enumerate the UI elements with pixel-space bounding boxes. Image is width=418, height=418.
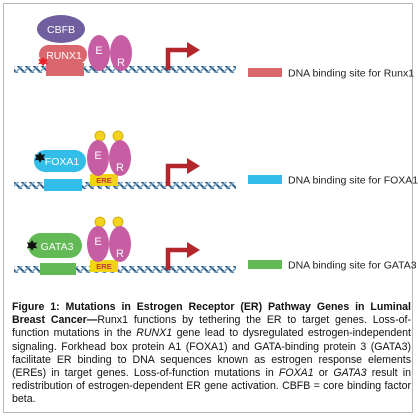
ere-label: ERE bbox=[96, 176, 111, 185]
ligand-dot-icon bbox=[94, 216, 106, 228]
er-protein-left bbox=[87, 140, 109, 176]
er-protein-right bbox=[109, 140, 131, 176]
legend-swatch-runx1 bbox=[248, 68, 282, 77]
caption-part1: Runx1 functions by tethering the ER to t… bbox=[12, 314, 411, 340]
er-label: ER bbox=[95, 45, 125, 69]
gata3-label: GATA3 bbox=[41, 241, 74, 253]
foxa1-protein bbox=[34, 150, 86, 172]
er-label-letter: R bbox=[116, 248, 124, 260]
gata3-binding-site bbox=[40, 263, 76, 275]
ligand-dot-icon bbox=[112, 216, 124, 228]
panel-runx1: CBFB RUNX1 ER DNA binding site for Runx1 bbox=[14, 15, 414, 80]
transcription-start-arrow-icon bbox=[165, 247, 189, 270]
legend-text-runx1: DNA binding site for Runx1 bbox=[288, 68, 414, 80]
er-label-letter: R bbox=[117, 57, 125, 69]
runx1-protein bbox=[39, 45, 87, 64]
er-protein-left bbox=[88, 35, 110, 71]
ere-label: ERE bbox=[96, 262, 111, 271]
panel-foxa1: ERE FOXA1 ER DNA binding site for FOXA1 bbox=[14, 130, 418, 191]
figure-frame: CBFB RUNX1 ER DNA binding site for Runx1… bbox=[3, 3, 418, 413]
cbfb-label: CBFB bbox=[47, 24, 75, 36]
cbfb-protein bbox=[37, 15, 85, 43]
transcription-start-arrow-icon bbox=[165, 47, 189, 70]
ligand-dot-icon bbox=[112, 130, 124, 142]
ere-box bbox=[90, 260, 118, 272]
er-label-letter: E bbox=[94, 236, 101, 248]
caption-part3: or bbox=[313, 367, 334, 380]
runx1-binding-site bbox=[46, 63, 84, 76]
legend-swatch-gata3 bbox=[248, 260, 282, 269]
mutation-star-icon bbox=[38, 57, 48, 67]
transcription-start-arrow-head bbox=[187, 242, 200, 258]
transcription-start-arrow-icon bbox=[165, 163, 189, 186]
foxa1-binding-site bbox=[44, 179, 82, 191]
caption-lead: Figure 1: Mutations in Estrogen Receptor… bbox=[12, 301, 411, 327]
mutation-star-icon bbox=[26, 240, 38, 251]
er-label: ER bbox=[94, 236, 124, 260]
gata3-protein bbox=[28, 233, 82, 258]
ere-box bbox=[90, 174, 118, 186]
er-label-letter: R bbox=[116, 162, 124, 174]
mutation-star-icon bbox=[34, 152, 46, 163]
er-label-letter: E bbox=[95, 45, 102, 57]
er-protein-right bbox=[110, 35, 132, 71]
caption-part2: gene lead to dysregulated estrogen-indep… bbox=[12, 327, 411, 380]
caption-gene-runx1: RUNX1 bbox=[136, 327, 173, 340]
dna-helix-icon bbox=[14, 266, 236, 273]
transcription-start-arrow-head bbox=[187, 42, 200, 58]
dna-helix-icon bbox=[14, 182, 236, 189]
figure-caption: Figure 1: Mutations in Estrogen Receptor… bbox=[12, 301, 411, 407]
transcription-start-arrow-head bbox=[187, 158, 200, 174]
er-label-letter: E bbox=[94, 150, 101, 162]
legend-text-foxa1: DNA binding site for FOXA1 bbox=[288, 175, 418, 187]
caption-part4: result in redistribution of estrogen-dep… bbox=[12, 367, 411, 406]
er-pathway-diagram: CBFB RUNX1 ER DNA binding site for Runx1… bbox=[14, 15, 418, 275]
panel-gata3: ERE GATA3 ER DNA binding site for GATA3 bbox=[14, 216, 417, 275]
ligand-dot-icon bbox=[94, 130, 106, 142]
er-label: ER bbox=[94, 150, 124, 174]
caption-gene-gata3: GATA3 bbox=[333, 367, 367, 380]
er-protein-right bbox=[109, 226, 131, 262]
caption-gene-foxa1: FOXA1 bbox=[278, 367, 314, 380]
foxa1-label: FOXA1 bbox=[45, 156, 80, 168]
runx1-label: RUNX1 bbox=[46, 50, 82, 62]
legend-swatch-foxa1 bbox=[248, 175, 282, 184]
legend-text-gata3: DNA binding site for GATA3 bbox=[288, 260, 417, 272]
er-protein-left bbox=[87, 226, 109, 262]
